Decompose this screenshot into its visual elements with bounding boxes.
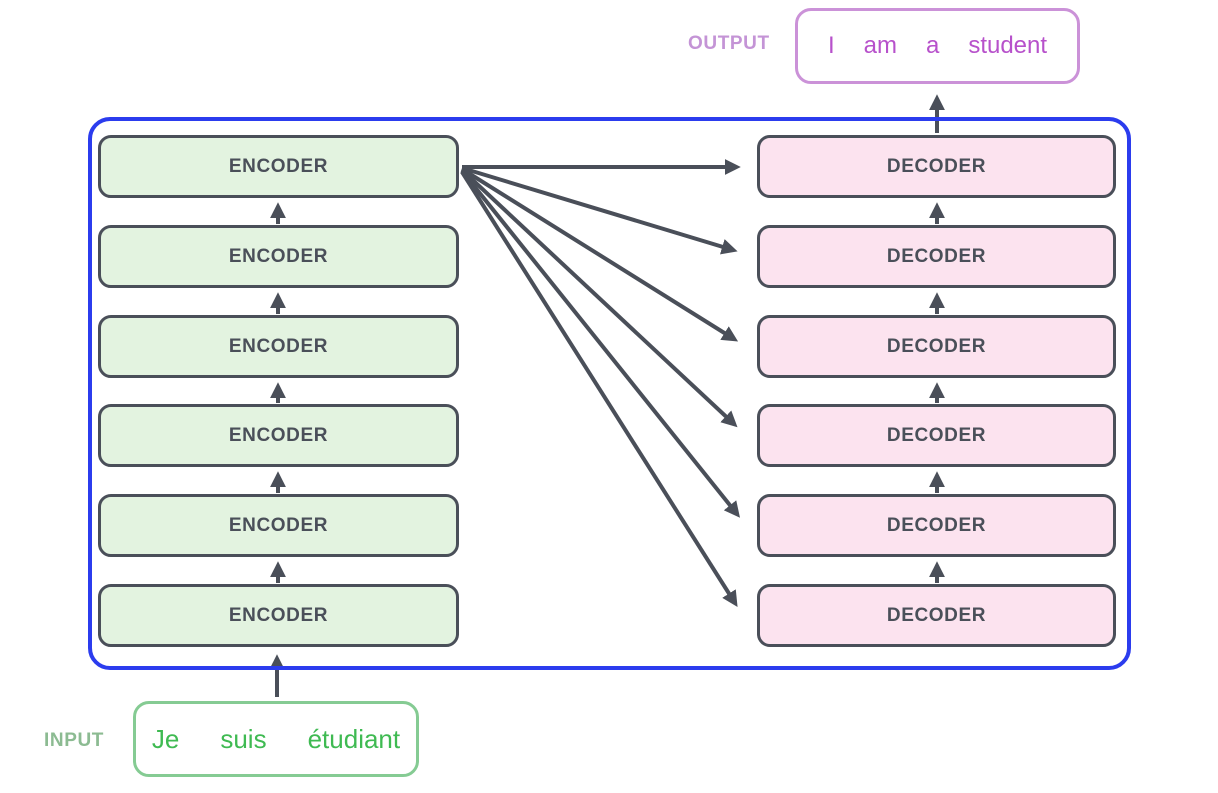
input-label: INPUT bbox=[44, 730, 104, 751]
encoder-block-5: ENCODER bbox=[98, 225, 459, 288]
encoder-block-3: ENCODER bbox=[98, 404, 459, 467]
output-word: I bbox=[827, 32, 835, 59]
output-label: OUTPUT bbox=[688, 33, 770, 54]
encoder-block-2: ENCODER bbox=[98, 494, 459, 557]
encoder-block-1: ENCODER bbox=[98, 584, 459, 647]
decoder-block-6: DECODER bbox=[757, 135, 1116, 198]
input-word: Je bbox=[151, 723, 180, 754]
output-word: am bbox=[863, 32, 897, 59]
encoder-decoder-container bbox=[88, 117, 1131, 670]
decoder-block-2: DECODER bbox=[757, 494, 1116, 557]
decoder-block-5: DECODER bbox=[757, 225, 1116, 288]
output-word: a bbox=[925, 32, 940, 59]
encoder-block-4: ENCODER bbox=[98, 315, 459, 378]
input-sentence-box: Je suis étudiant bbox=[133, 701, 419, 777]
decoder-block-3: DECODER bbox=[757, 404, 1116, 467]
decoder-block-1: DECODER bbox=[757, 584, 1116, 647]
encoder-block-6: ENCODER bbox=[98, 135, 459, 198]
decoder-block-4: DECODER bbox=[757, 315, 1116, 378]
output-sentence-box: I am a student bbox=[795, 8, 1080, 84]
input-word: étudiant bbox=[307, 723, 401, 754]
input-word: suis bbox=[220, 723, 267, 754]
output-word: student bbox=[968, 32, 1048, 59]
